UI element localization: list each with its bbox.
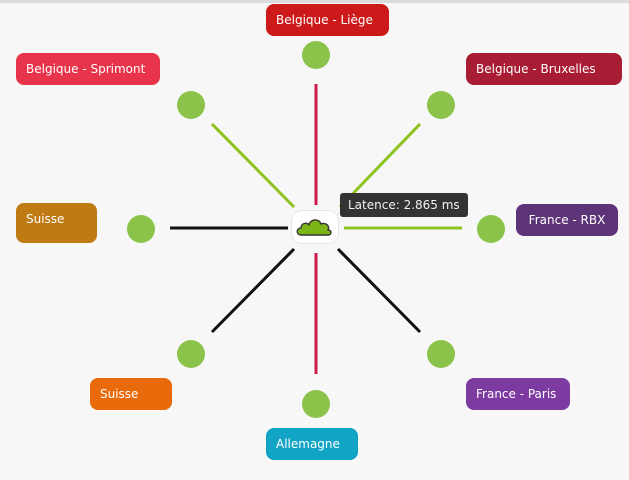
node-label-suisse1[interactable]: Suisse	[16, 203, 97, 243]
node-dot-paris[interactable]	[427, 340, 455, 368]
node-dot-sprimont[interactable]	[177, 91, 205, 119]
node-dot-suisse2[interactable]	[177, 340, 205, 368]
node-label-liege[interactable]: Belgique - Liège	[266, 4, 389, 36]
node-label-paris[interactable]: France - Paris	[466, 378, 570, 410]
node-label-rbx[interactable]: France - RBX	[516, 204, 618, 236]
latency-tooltip: Latence: 2.865 ms	[340, 193, 468, 217]
link-sprimont	[210, 122, 296, 209]
link-paris	[336, 247, 422, 334]
node-label-allemagne[interactable]: Allemagne	[266, 428, 358, 460]
link-suisse2	[210, 247, 296, 334]
node-dot-suisse1[interactable]	[127, 215, 155, 243]
cloud-icon	[296, 219, 332, 236]
node-label-suisse2[interactable]: Suisse	[90, 378, 172, 410]
node-dot-bruxelles[interactable]	[427, 91, 455, 119]
center-hub[interactable]	[292, 211, 338, 243]
top-border	[0, 0, 629, 3]
node-dot-allemagne[interactable]	[302, 390, 330, 418]
node-dot-liege[interactable]	[302, 41, 330, 69]
node-label-bruxelles[interactable]: Belgique - Bruxelles	[466, 53, 622, 85]
node-label-sprimont[interactable]: Belgique - Sprimont	[16, 53, 160, 85]
node-dot-rbx[interactable]	[477, 215, 505, 243]
